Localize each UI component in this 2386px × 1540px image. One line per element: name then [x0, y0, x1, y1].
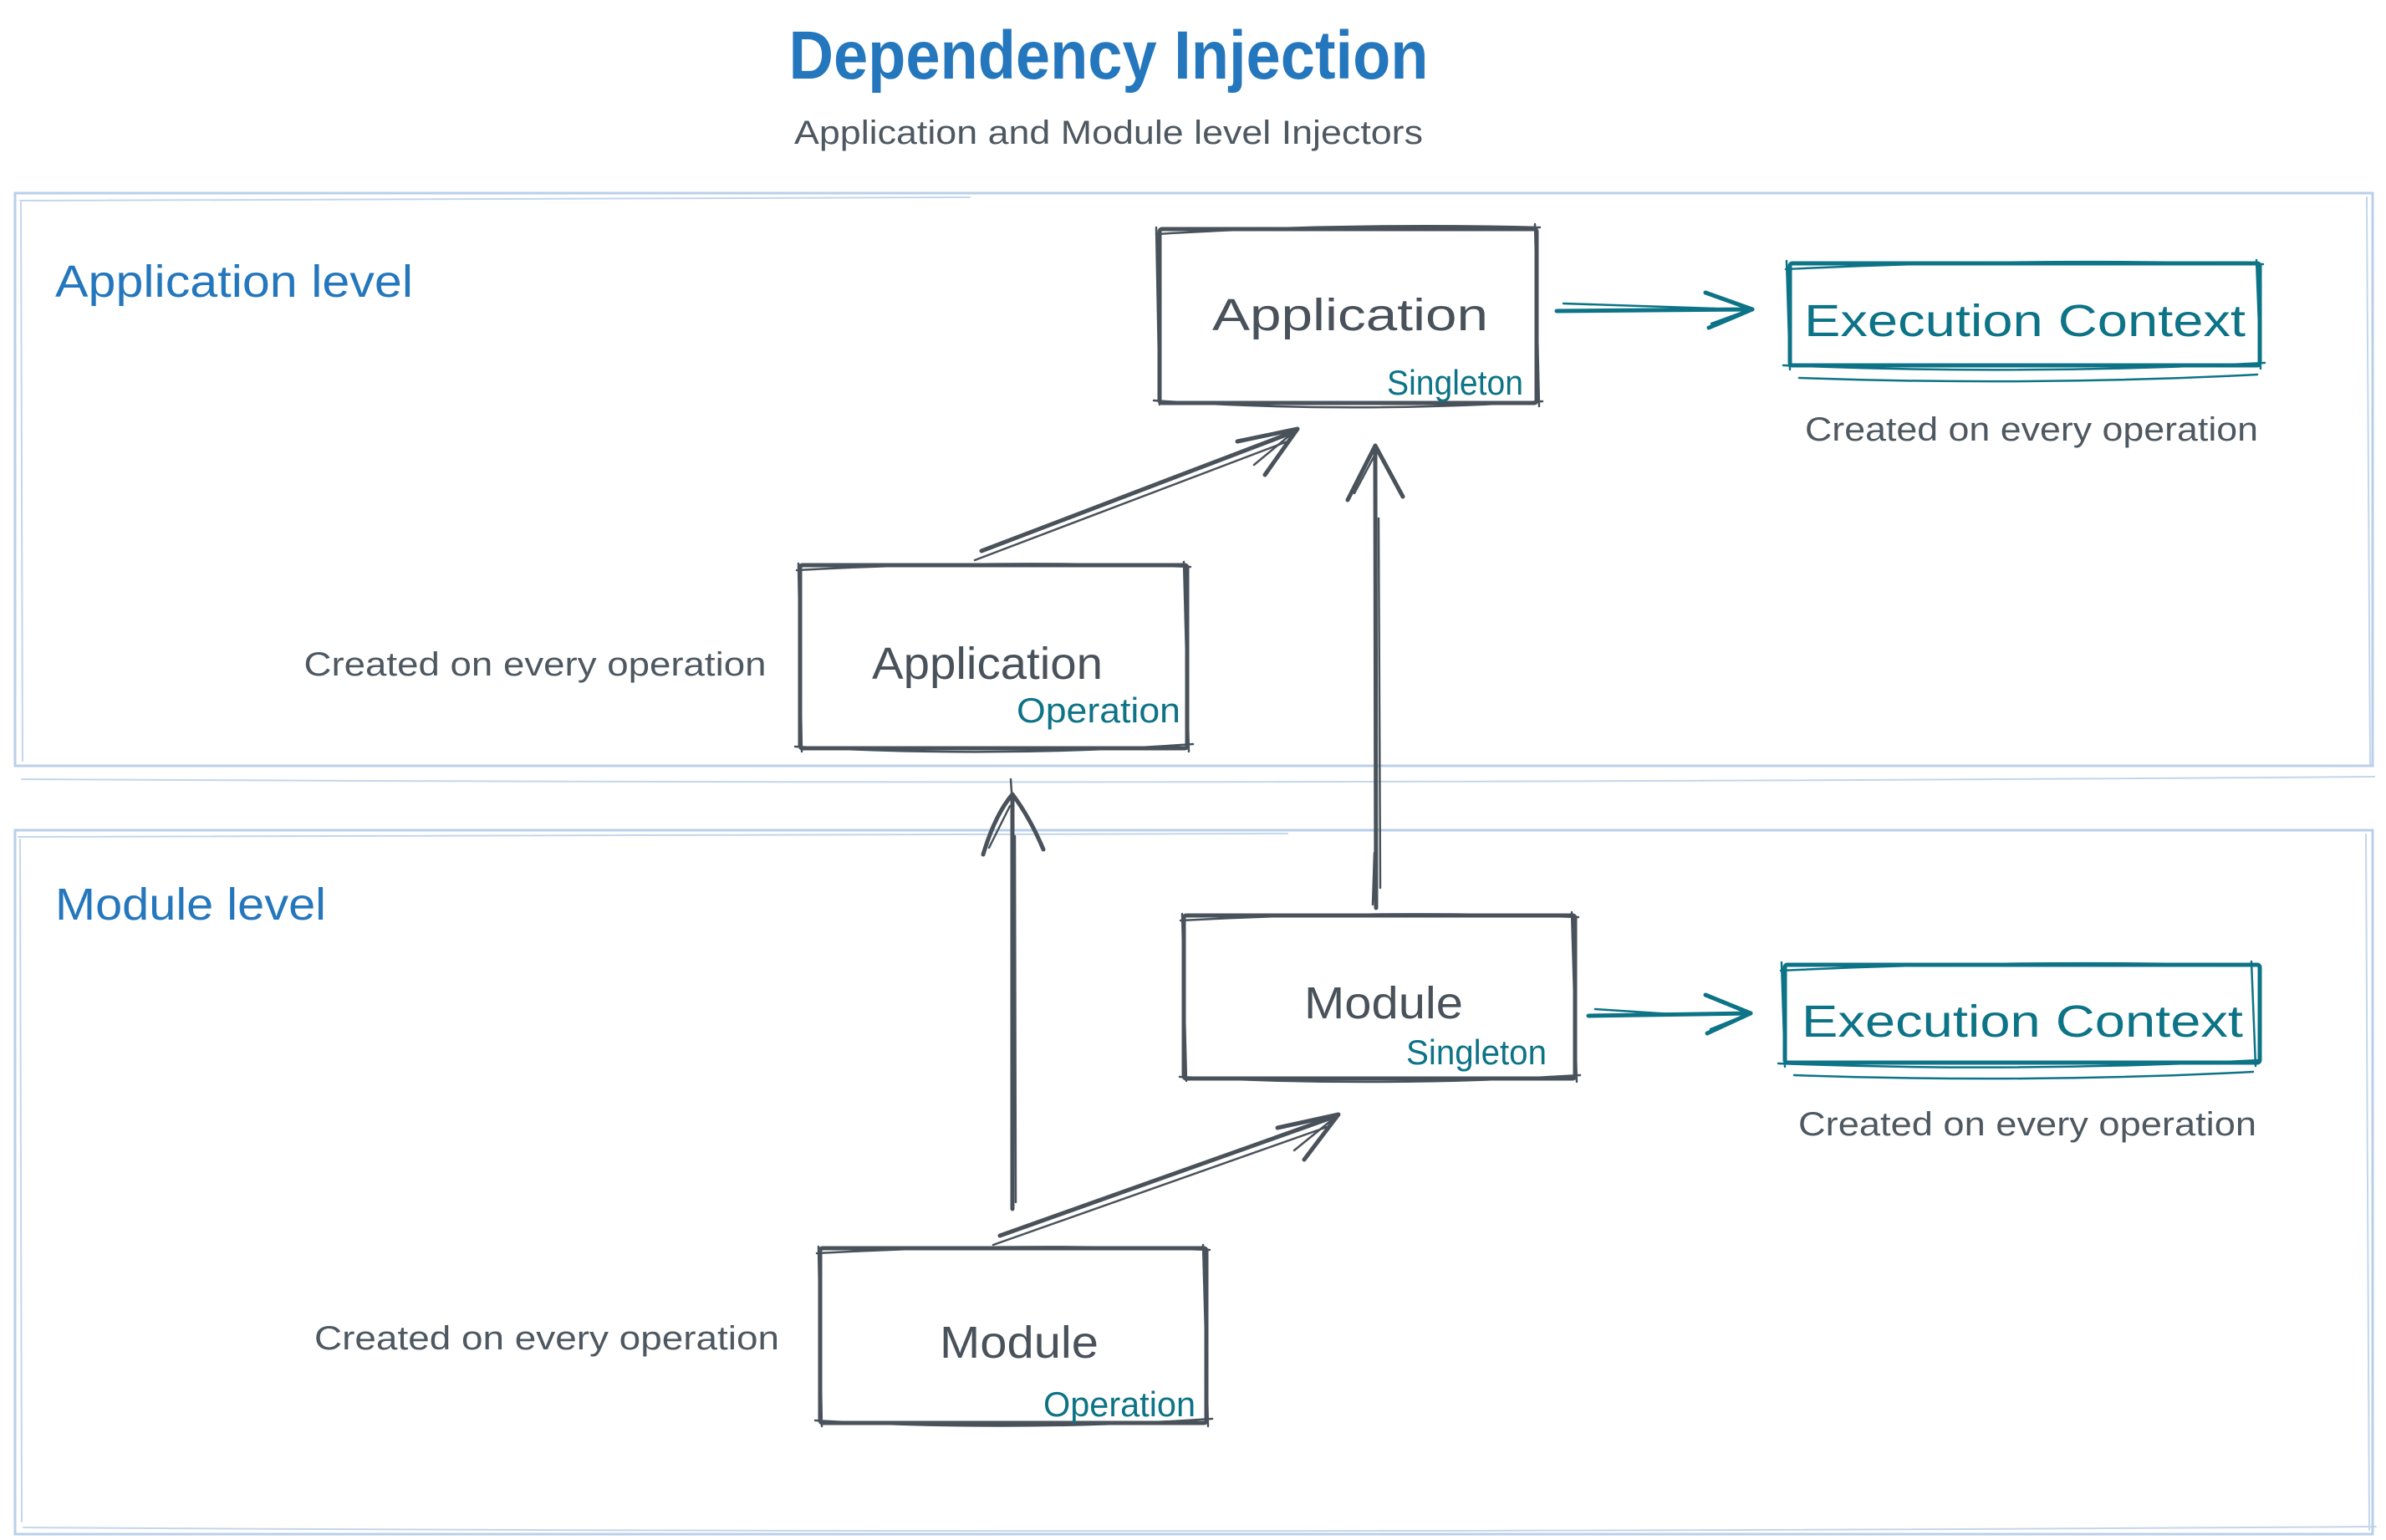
module-singleton-title: Module: [1304, 978, 1463, 1028]
application-execution-context-label: Execution Context: [1804, 296, 2246, 346]
application-execution-context-rect: [1787, 261, 2262, 368]
arrow-module-operation-to-singleton: [992, 1112, 1341, 1247]
arrow-application-singleton-to-execution-context: [1554, 290, 1755, 330]
application-section-frame: [13, 191, 2374, 767]
arrow-module-operation-to-application-operation: [981, 778, 1046, 1211]
module-section-frame: [13, 829, 2374, 1536]
heading: Dependency Injection Application and Mod…: [789, 18, 1429, 151]
application-operation-scope: Operation: [1017, 691, 1180, 730]
module-operation-box: Module Operation: [813, 1243, 1214, 1428]
application-operation-rect-sketch: [793, 560, 1195, 753]
module-section-frame-sketch: [18, 833, 2377, 1532]
application-operation-caption: Created on every operation: [304, 646, 767, 683]
application-execution-context-box: Execution Context: [1782, 258, 2266, 383]
application-operation-title: Application: [872, 639, 1103, 689]
arrow-module-singleton-to-execution-context: [1586, 992, 1753, 1036]
module-operation-rect-sketch: [813, 1243, 1214, 1428]
application-singleton-scope: Singleton: [1387, 363, 1523, 402]
application-section-label: Application level: [55, 257, 413, 307]
module-section-label: Module level: [55, 880, 326, 930]
module-execution-context-box: Execution Context: [1777, 960, 2262, 1080]
module-level-section: Module level Module Singleton Module Ope…: [13, 829, 2377, 1536]
application-execution-context-caption: Created on every operation: [1805, 411, 2258, 448]
application-level-section: Application level Application Singleton …: [13, 191, 2375, 783]
module-execution-context-label: Execution Context: [1802, 997, 2243, 1047]
module-operation-title: Module: [940, 1318, 1099, 1368]
application-execution-context-rect-sketch: [1782, 258, 2266, 383]
diagram-subtitle: Application and Module level Injectors: [794, 115, 1423, 151]
module-execution-context-rect: [1782, 962, 2262, 1065]
diagram-title: Dependency Injection: [789, 18, 1429, 94]
module-operation-caption: Created on every operation: [314, 1320, 779, 1357]
application-singleton-rect-sketch: [1152, 222, 1544, 409]
application-section-frame-sketch: [19, 196, 2375, 783]
application-singleton-box: Application Singleton: [1152, 222, 1544, 409]
module-operation-scope: Operation: [1043, 1384, 1196, 1424]
application-singleton-title: Application: [1212, 290, 1488, 340]
application-operation-box: Application Operation: [793, 560, 1195, 753]
module-singleton-scope: Singleton: [1406, 1033, 1547, 1072]
arrow-module-singleton-to-application-singleton: [1345, 443, 1405, 910]
module-singleton-rect-sketch: [1178, 910, 1582, 1084]
module-singleton-box: Module Singleton: [1178, 910, 1582, 1084]
arrow-application-operation-to-singleton: [973, 426, 1300, 562]
module-execution-context-rect-sketch: [1777, 960, 2261, 1080]
module-execution-context-caption: Created on every operation: [1798, 1106, 2256, 1143]
